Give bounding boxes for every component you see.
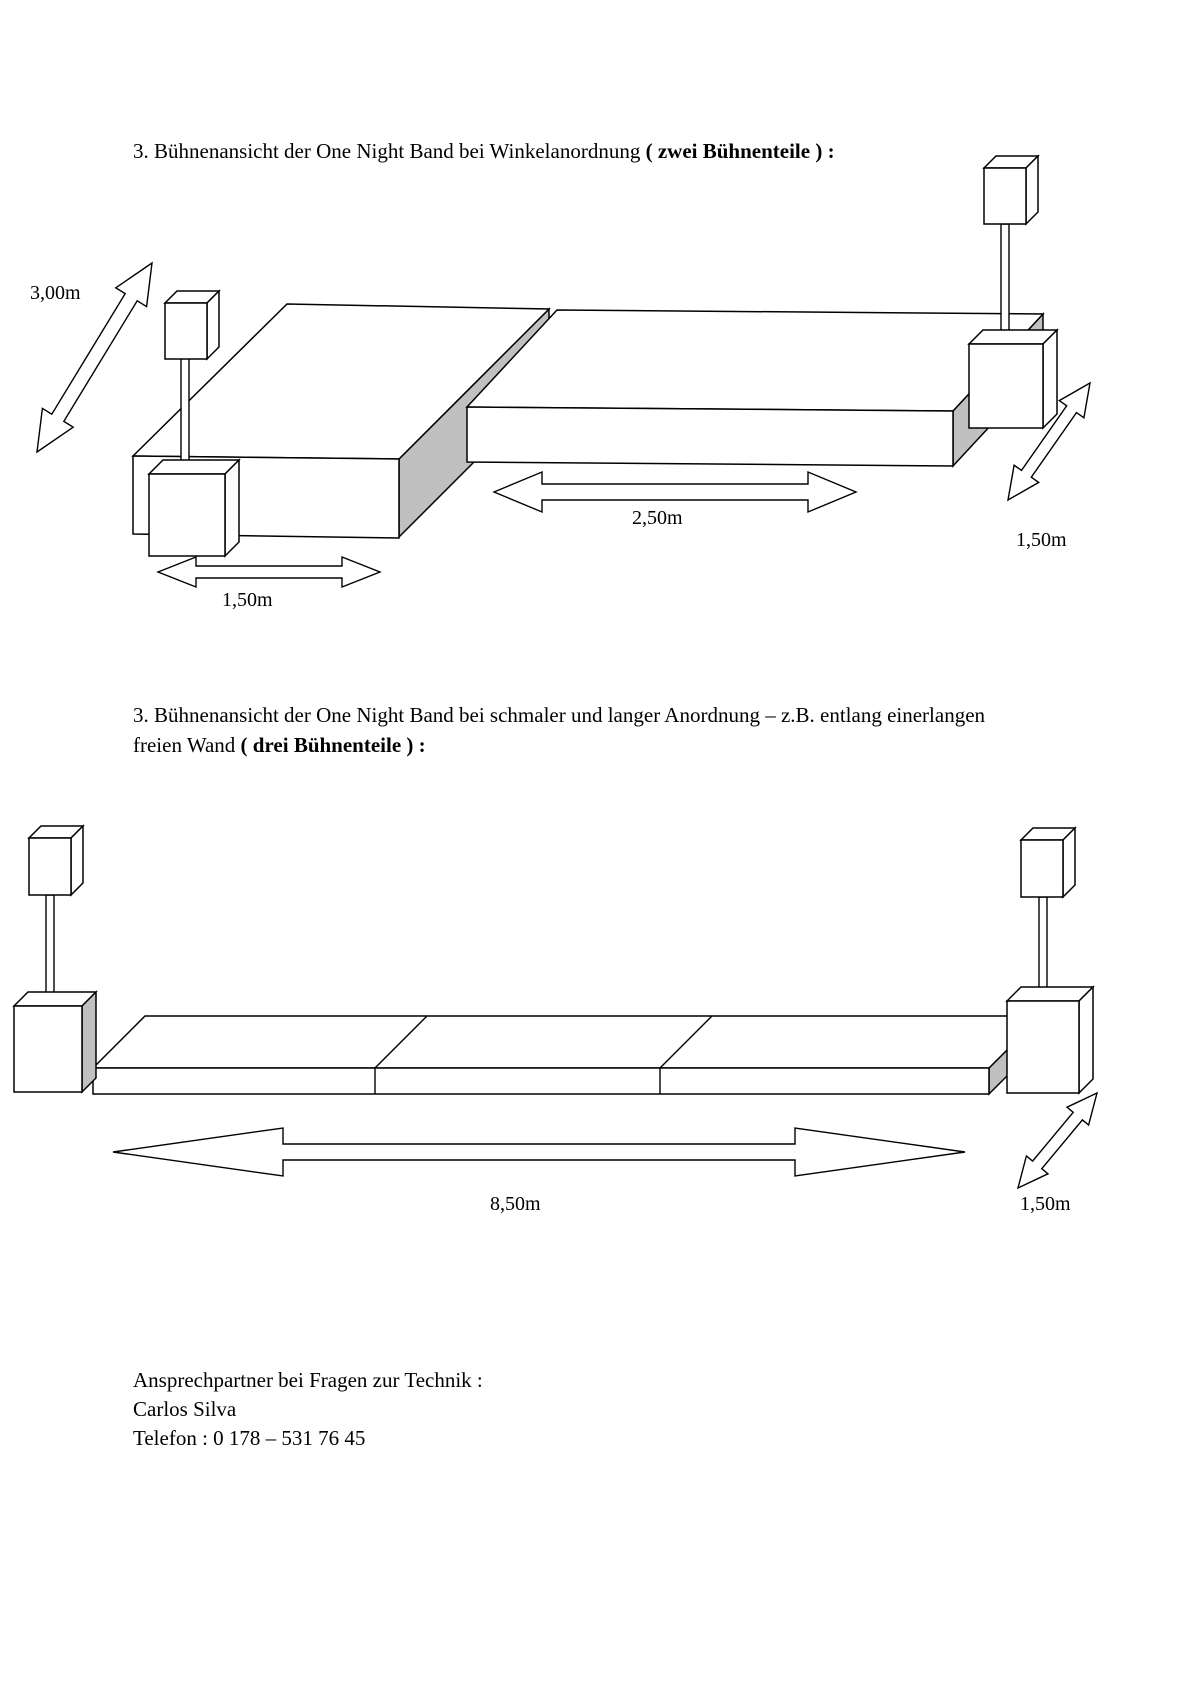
dimension-arrow-depth-right xyxy=(1016,1091,1099,1190)
speaker-base-box-side xyxy=(81,990,97,1094)
contact-name: Carlos Silva xyxy=(133,1397,237,1421)
platform-right-front-face xyxy=(466,406,954,467)
speaker-base-box-front xyxy=(1006,1000,1080,1094)
speaker-base-box-side xyxy=(1078,985,1094,1095)
dimension-arrow-depth-right xyxy=(1007,381,1091,502)
speaker-base-box-front xyxy=(968,343,1044,429)
diagram1-speaker-stand-right xyxy=(967,154,1059,430)
contact-phone: Telefon : 0 178 – 531 76 45 xyxy=(133,1426,366,1450)
dimension-label-depth-right: 1,50m xyxy=(1020,1193,1071,1215)
speaker-base-box-side xyxy=(1042,328,1058,430)
diagram2-platform-row xyxy=(91,1014,1043,1096)
speaker-base-box-top xyxy=(147,459,241,475)
heading2-line1: 3. Bühnenansicht der One Night Band bei … xyxy=(133,703,986,727)
speaker-top-box-front xyxy=(164,302,208,360)
section-heading-angled-arrangement: 3. Bühnenansicht der One Night Band bei … xyxy=(133,136,835,166)
platform-right-top-face xyxy=(465,309,1045,412)
speaker-base-box-top xyxy=(967,329,1059,345)
dimension-label-depth-right: 1,50m xyxy=(1016,529,1067,551)
dimension-arrow-depth-left xyxy=(36,261,153,454)
heading2-line2: freien Wand ( drei Bühnenteile ) : xyxy=(133,730,985,760)
stage-divider-2-top xyxy=(659,1015,713,1069)
speaker-top-box-front xyxy=(983,167,1027,225)
heading2-line2-text: freien Wand xyxy=(133,733,241,757)
diagram2-speaker-stand-right xyxy=(1005,826,1095,1095)
heading1-text: 3. Bühnenansicht der One Night Band bei … xyxy=(133,139,646,163)
dimension-label-width-left: 1,50m xyxy=(222,589,273,611)
diagram1-angled-stage: 3,00m 2,50m 1,50m 1,50m xyxy=(30,154,1091,611)
speaker-top-box-side xyxy=(206,289,220,361)
stage-front-face xyxy=(92,1067,990,1095)
diagram2-long-stage: 8,50m 1,50m xyxy=(12,824,1099,1215)
contact-block: Ansprechpartner bei Fragen zur Technik :… xyxy=(133,1366,483,1453)
heading1-bold-text: ( zwei Bühnenteile ) : xyxy=(645,139,835,163)
speaker-top-box-front xyxy=(28,837,72,896)
diagram2-speaker-stand-left xyxy=(12,824,98,1094)
dimension-arrow-width-left xyxy=(156,555,382,589)
stage-top-face xyxy=(91,1015,1043,1069)
heading2-line2-bold-text: ( drei Bühnenteile ) : xyxy=(240,733,426,757)
speaker-base-box-side xyxy=(224,458,240,558)
dimension-label-length: 8,50m xyxy=(490,1193,541,1215)
section-heading-long-arrangement: 3. Bühnenansicht der One Night Band bei … xyxy=(133,700,985,760)
diagram1-platform-right xyxy=(465,309,1045,468)
dimension-label-depth-left: 3,00m xyxy=(30,282,81,304)
speaker-top-box-side xyxy=(1025,154,1039,226)
dimension-arrow-width-right xyxy=(492,470,858,514)
speaker-pole xyxy=(180,357,190,477)
speaker-base-box-front xyxy=(148,473,226,557)
diagram1-speaker-stand-left xyxy=(147,289,241,558)
contact-intro: Ansprechpartner bei Fragen zur Technik : xyxy=(133,1368,483,1392)
dimension-label-width-right: 2,50m xyxy=(632,507,683,529)
speaker-top-box-front xyxy=(1020,839,1064,898)
dimension-arrow-length xyxy=(112,1127,966,1177)
speaker-base-box-front xyxy=(13,1005,83,1093)
speaker-top-box-side xyxy=(1062,826,1076,899)
stage-divider-1-top xyxy=(374,1015,428,1069)
speaker-top-box-side xyxy=(70,824,84,897)
